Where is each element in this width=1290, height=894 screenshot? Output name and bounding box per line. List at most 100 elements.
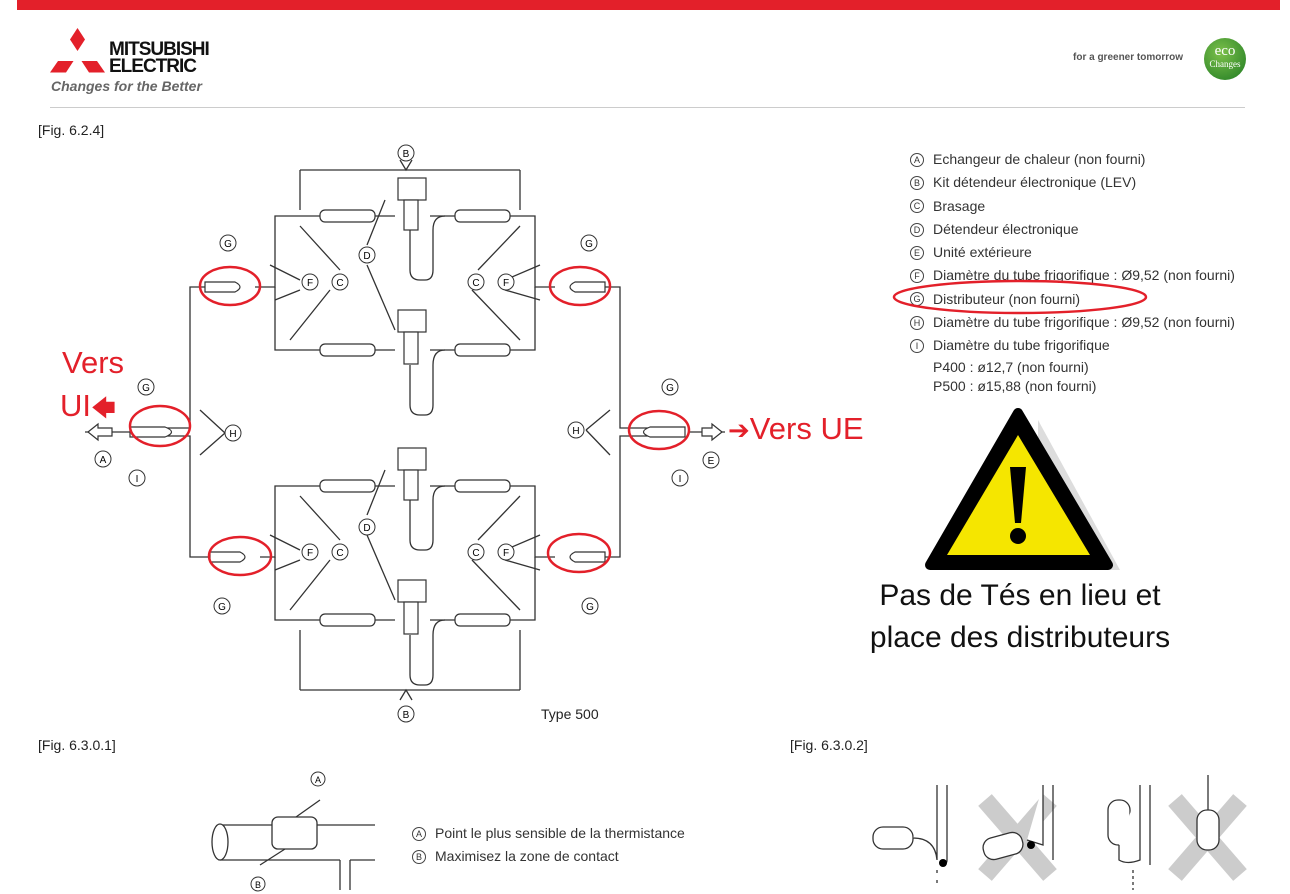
callout-f: F [307,278,313,289]
fig-bottom-left-label: [Fig. 6.3.0.1] [38,737,116,753]
distributor-highlights [128,265,691,577]
legend-item: H Diamètre du tube frigorifique : Ø9,52 (… [910,311,1235,334]
vers-ue-text: Vers UE [749,411,864,446]
callout-circle [213,597,231,615]
callout-c: C [336,278,343,289]
callout-f: F [503,548,509,559]
callout-circle [301,273,319,291]
legend-text: Maximisez la zone de contact [435,848,619,864]
callout-i: I [136,474,139,485]
distributor-legend-highlight [892,279,1148,315]
callout-f: F [307,548,313,559]
legend-subitem: P400 : ø12,7 (non fourni) [933,358,1089,375]
legend-text: Diamètre du tube frigorifique : Ø9,52 (n… [933,314,1235,331]
callout-circle [301,543,319,561]
legend-text: Brasage [933,197,986,214]
callout-c: C [472,278,479,289]
legend-item: F Diamètre du tube frigorifique : Ø9,52 (… [910,264,1235,287]
callout-circle [219,234,237,252]
vers-ui-line1: Vers [62,345,125,380]
callout-b: B [403,710,410,721]
units [87,177,723,635]
callout-circle [467,273,485,291]
arrow-right-icon: ➔ [728,415,750,445]
eco-changes-logo: eco Changes [1204,38,1246,80]
callout-g: G [586,602,594,613]
callout-i: I [679,474,682,485]
callout-g: G [218,602,226,613]
callout-g: G [585,239,593,250]
legend-subitem: P500 : ø15,88 (non fourni) [933,377,1097,394]
legend-item: D Détendeur électronique [910,218,1235,241]
circled-letter: F [910,269,924,284]
legend-item: A Point le plus sensible de la thermistan… [412,822,685,845]
callout-c: C [336,548,343,559]
callout-circle [128,469,146,487]
brand-line-2: ELECTRIC [109,56,197,77]
callout-h: H [229,429,236,440]
type-label: Type 500 [541,706,599,722]
slogan: for a greener tomorrow [1073,52,1184,63]
callout-a: A [100,455,107,466]
callout-circle [224,424,242,442]
legend-item: B Maximisez la zone de contact [412,845,685,868]
callout-c: C [472,548,479,559]
legend-text: Distributeur (non fourni) [933,290,1081,307]
brand-line-1: MITSUBISHI [109,39,210,60]
fig-main-label: [Fig. 6.2.4] [38,122,105,138]
callout-a: A [315,775,321,785]
vers-ui-line2: UI🡄 [60,388,116,432]
circled-letter: E [910,245,924,260]
callout-circle [137,378,155,396]
callout-d: D [363,523,370,534]
arrow-left-icon: 🡄 [91,395,116,422]
bottom-legend: A Point le plus sensible de la thermistan… [412,822,685,868]
circled-letter: D [910,222,924,237]
callout-circle [397,705,415,723]
callout-circle [497,273,515,291]
legend-text: Unité extérieure [933,244,1032,261]
sensor-mounting-diagram [872,775,1247,890]
callout-circle [331,543,349,561]
legend-text: Kit détendeur électronique (LEV) [933,174,1137,191]
callout-circle [397,144,415,162]
legend-text: Diamètre du tube frigorifique : Ø9,52 (n… [933,267,1235,284]
circled-letter: B [412,849,426,864]
legend-text: Echangeur de chaleur (non fourni) [933,151,1146,167]
callout-circle [567,421,585,439]
eco-logo-top: eco [1214,43,1236,59]
circled-letter: A [412,826,426,841]
legend-text: Détendeur électronique [933,220,1079,237]
warning-line-1: Pas de Tés en lieu et [879,579,1161,612]
callout-f: F [503,278,509,289]
callout-circle [671,469,689,487]
vers-ui-text: UI [60,388,91,423]
tagline: Changes for the Better [51,78,202,94]
legend-text: Diamètre du tube frigorifique [933,337,1110,354]
callout-circle [581,597,599,615]
vers-ue: ➔Vers UE [728,411,864,447]
warning-line-2: place des distributeurs [869,621,1171,654]
legend-text: Point le plus sensible de la thermistanc… [435,825,685,841]
eco-logo-bottom: Changes [1209,59,1241,69]
callout-g: G [224,239,232,250]
circled-letter: I [910,339,924,354]
callout-g: G [142,383,150,394]
brand-name: MITSUBISHI ELECTRIC [109,39,210,77]
legend-item: I Diamètre du tube frigorifique [910,334,1235,357]
mitsubishi-logo-icon [50,28,105,73]
callout-circle [702,451,720,469]
top-red-bar [17,0,1280,10]
callout-circle [358,246,376,264]
circled-letter: H [910,315,924,330]
legend-item: E Unité extérieure [910,241,1235,264]
callout-d: D [363,251,370,262]
header-divider [50,107,1245,108]
callout-b: B [255,880,261,890]
callout-circle [467,543,485,561]
callout-circle [497,543,515,561]
